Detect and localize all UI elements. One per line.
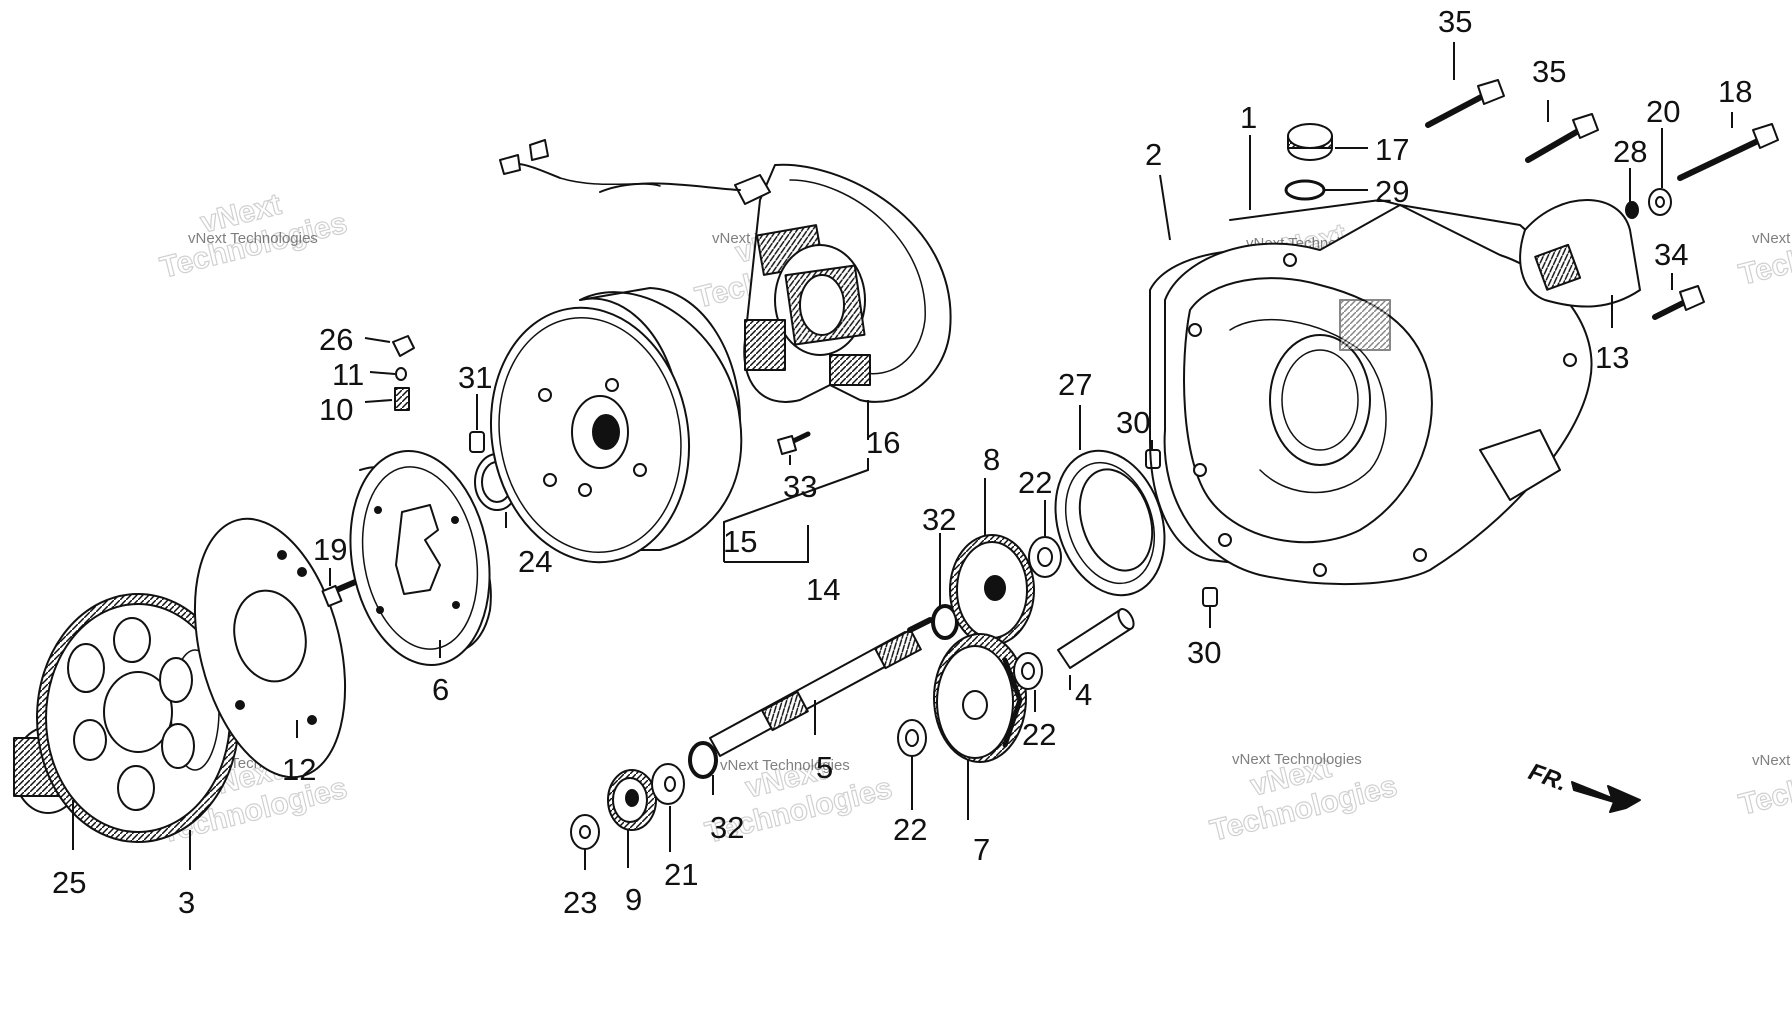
callout-14: 14 — [806, 572, 840, 607]
callout-29: 29 — [1375, 174, 1409, 209]
circlip-32-lower-part — [690, 743, 716, 777]
watermark-small-7: vNext Technologies — [1232, 751, 1362, 768]
callout-11: 11 — [332, 357, 364, 392]
callout-18: 18 — [1718, 74, 1752, 109]
washer-22-lower-part — [898, 720, 926, 756]
bolt-35-upper-part — [1428, 80, 1504, 125]
watermark-small-8: vNext Technologies — [1752, 752, 1792, 769]
leader-11 — [369, 371, 396, 375]
leader-2 — [1159, 174, 1171, 241]
callout-22-middle: 22 — [1022, 717, 1056, 752]
starter-clutch-housing-part — [334, 440, 505, 676]
callout-12: 12 — [282, 752, 316, 787]
callout-22-lower: 22 — [893, 812, 927, 847]
callout-26: 26 — [319, 322, 353, 357]
roller-spring-part — [395, 388, 409, 410]
watermark-small-6: vNext Technologies — [720, 757, 850, 774]
dowel-pin-30-lower-part — [1203, 588, 1217, 606]
watermark-big-line2: Technologies — [1736, 214, 1792, 292]
roller-cap-part — [393, 336, 414, 356]
callout-30-lower: 30 — [1187, 635, 1221, 670]
callout-4: 4 — [1075, 677, 1092, 712]
bolt-18-part — [1680, 124, 1778, 178]
right-crankcase-cover-part — [1165, 200, 1592, 584]
callout-34: 34 — [1654, 237, 1688, 272]
leader-lines — [72, 42, 1733, 870]
washer-22-upper-part — [1029, 537, 1061, 577]
callout-numbers: 25 3 12 19 6 26 11 10 31 24 15 14 33 16 … — [52, 4, 1752, 920]
callout-32-upper: 32 — [922, 502, 956, 537]
watermark-small-1: vNext Technologies — [188, 230, 318, 247]
washer-21-part — [652, 764, 684, 804]
callout-19: 19 — [313, 532, 347, 567]
callout-20: 20 — [1646, 94, 1680, 129]
front-direction-label: FR. — [1525, 758, 1571, 797]
callout-6: 6 — [432, 672, 449, 707]
callout-22-upper: 22 — [1018, 465, 1052, 500]
callout-10: 10 — [319, 392, 353, 427]
callout-27: 27 — [1058, 367, 1092, 402]
gear-9-part — [608, 770, 656, 830]
stator-assembly-part — [500, 140, 951, 402]
shaft-pin-4-part — [1058, 606, 1137, 668]
bolt-34-part — [1655, 286, 1704, 317]
starter-driven-gear-part — [37, 594, 239, 842]
callout-7: 7 — [973, 832, 990, 867]
washer-23-part — [571, 815, 599, 849]
callout-25: 25 — [52, 865, 86, 900]
callout-33: 33 — [783, 469, 817, 504]
dowel-pin-31-part — [470, 432, 484, 452]
leader-14 — [724, 525, 809, 563]
dowel-pin-30-upper-part — [1146, 450, 1160, 468]
watermark-4: Technologies — [1735, 213, 1792, 292]
bolt-35-lower-part — [1528, 114, 1598, 160]
callout-31: 31 — [458, 360, 492, 395]
leader-10 — [364, 399, 393, 403]
callout-24: 24 — [518, 544, 552, 579]
leader-15 — [723, 458, 869, 562]
callout-32-lower: 32 — [710, 810, 744, 845]
starter-clutch-plate-part — [170, 503, 370, 793]
callout-5: 5 — [816, 750, 833, 785]
front-direction-arrow — [1572, 782, 1640, 812]
callout-1: 1 — [1240, 100, 1257, 135]
washer-20-part — [1649, 189, 1671, 215]
callout-2: 2 — [1145, 137, 1162, 172]
bolt-33-part — [778, 434, 808, 454]
watermark-small-4: vNext Technologies — [1752, 230, 1792, 247]
callout-16: 16 — [866, 425, 900, 460]
starter-shaft-part — [710, 620, 930, 756]
o-ring-29-part — [1286, 181, 1324, 199]
callout-3: 3 — [178, 885, 195, 920]
gear-7-part — [934, 634, 1026, 762]
callout-23: 23 — [563, 885, 597, 920]
washer-22-middle-part — [1014, 653, 1042, 689]
oil-seal-27-part — [1038, 437, 1183, 610]
callout-30-upper: 30 — [1116, 405, 1150, 440]
callout-8: 8 — [983, 442, 1000, 477]
callout-28: 28 — [1613, 134, 1647, 169]
callout-17: 17 — [1375, 132, 1409, 167]
nut-28-part — [1626, 202, 1638, 218]
starter-plate-bolt-part — [323, 580, 360, 606]
gear-8-part — [950, 535, 1034, 645]
callout-15: 15 — [723, 524, 757, 559]
callout-35-lower: 35 — [1532, 54, 1566, 89]
small-cover-13-part — [1520, 200, 1640, 307]
callout-9: 9 — [625, 882, 642, 917]
flywheel-part — [471, 288, 741, 578]
oil-filler-cap-part — [1288, 124, 1332, 160]
callout-13: 13 — [1595, 340, 1629, 375]
roller-part — [396, 368, 406, 380]
callout-21: 21 — [664, 857, 698, 892]
leader-26 — [364, 337, 391, 343]
callout-35-upper: 35 — [1438, 4, 1472, 39]
